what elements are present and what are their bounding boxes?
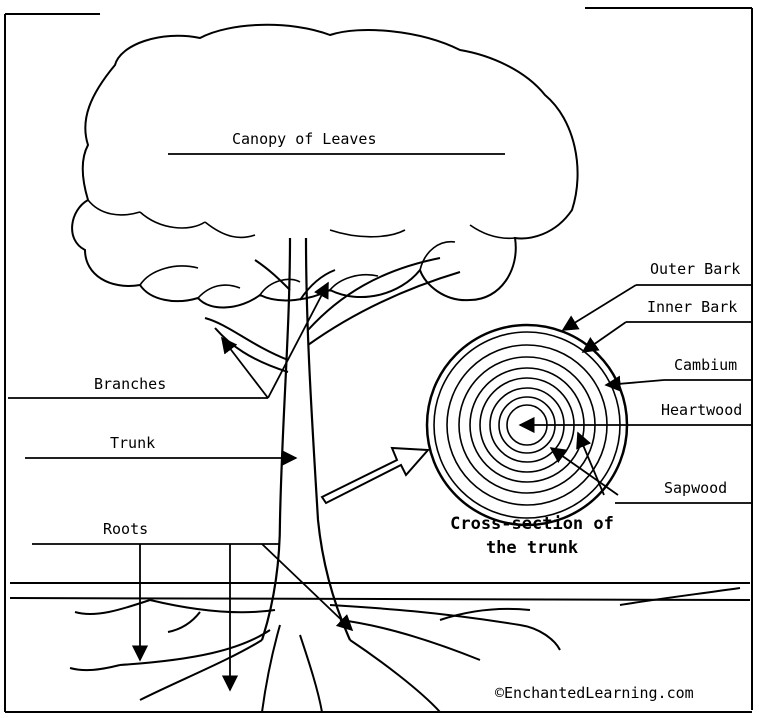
trunk-label: Trunk	[110, 436, 155, 451]
ground-line	[10, 583, 750, 600]
cambium-label: Cambium	[674, 358, 737, 373]
outer-bark-label: Outer Bark	[650, 262, 740, 277]
cross-section-title-line1: Cross-section of	[432, 516, 632, 533]
copyright-text: ©EnchantedLearning.com	[495, 686, 694, 701]
inner-bark-label: Inner Bark	[647, 300, 737, 315]
cross-section-title-line2: the trunk	[432, 540, 632, 557]
branches-label: Branches	[94, 377, 166, 392]
canopy-label: Canopy of Leaves	[232, 132, 377, 147]
roots-label: Roots	[103, 522, 148, 537]
cross-section-arrow	[322, 448, 428, 503]
canopy-outline	[72, 25, 577, 308]
heartwood-label: Heartwood	[661, 403, 742, 418]
sapwood-label: Sapwood	[664, 481, 727, 496]
